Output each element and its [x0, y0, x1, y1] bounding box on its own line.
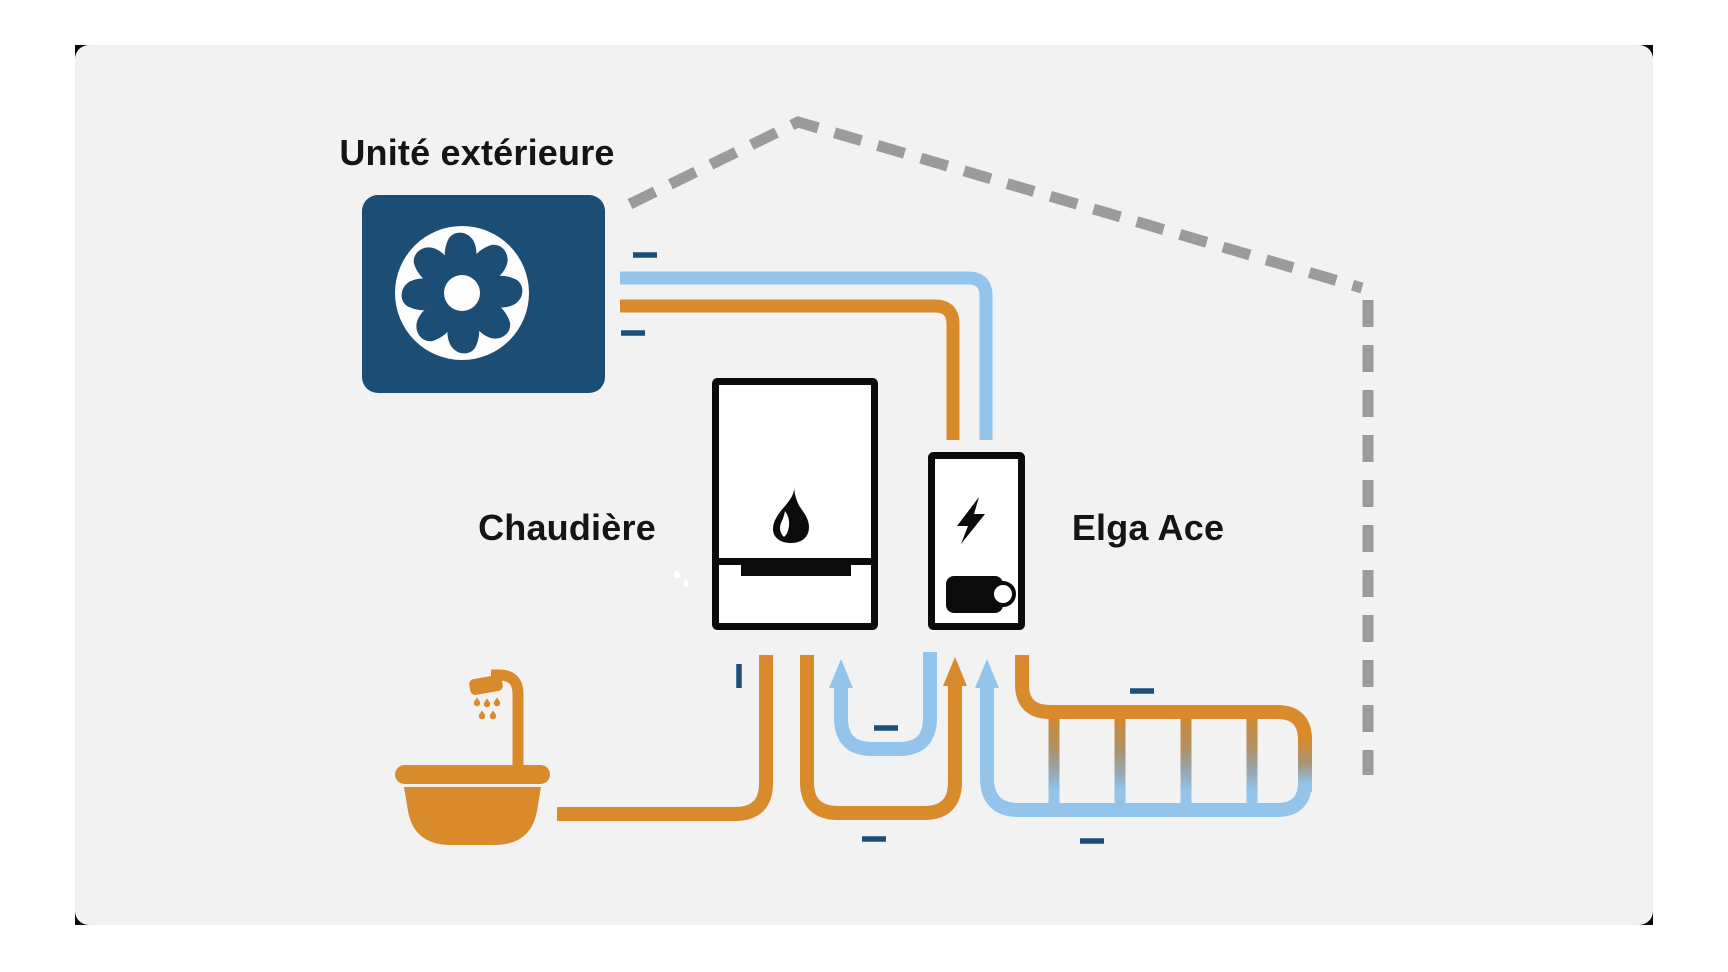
droplets-accent [673, 569, 690, 588]
pipe-hybrid-boiler-return-loop [829, 652, 937, 756]
flow-arrow-outdoor-supply-icon [621, 324, 658, 343]
flow-arrow-boiler-return-icon [862, 719, 899, 738]
radiator-icon [1048, 714, 1258, 808]
flow-arrow-radiator-return-icon [1068, 832, 1105, 851]
flow-arrow-boiler-supply-icon [862, 830, 899, 849]
hybrid-unit-label: Elga Ace [1071, 507, 1225, 548]
pipe-outdoor-return [620, 271, 993, 440]
lightning-bolt-icon [957, 497, 985, 544]
pipe-outdoor-supply [620, 299, 960, 440]
hybrid-unit [928, 452, 1025, 630]
house-outline [627, 116, 1374, 775]
outdoor-unit-label: Unité extérieure [339, 132, 615, 173]
pipe-radiator-loop [975, 655, 1312, 817]
pipe-boiler-hybrid-supply-loop [800, 655, 967, 820]
boiler-unit [712, 378, 878, 630]
fan-icon [395, 226, 529, 360]
pump-icon [946, 576, 1016, 613]
flow-arrow-outdoor-return-icon [621, 246, 658, 265]
shower-bath-icon [395, 669, 550, 845]
boiler-label: Chaudière [478, 507, 656, 548]
flow-arrow-dhw-down-icon [730, 664, 749, 701]
pipe-dhw-to-bath [557, 655, 773, 821]
flame-icon [773, 485, 809, 543]
flow-arrow-radiator-supply-icon [1130, 682, 1167, 701]
outdoor-unit [362, 195, 605, 393]
